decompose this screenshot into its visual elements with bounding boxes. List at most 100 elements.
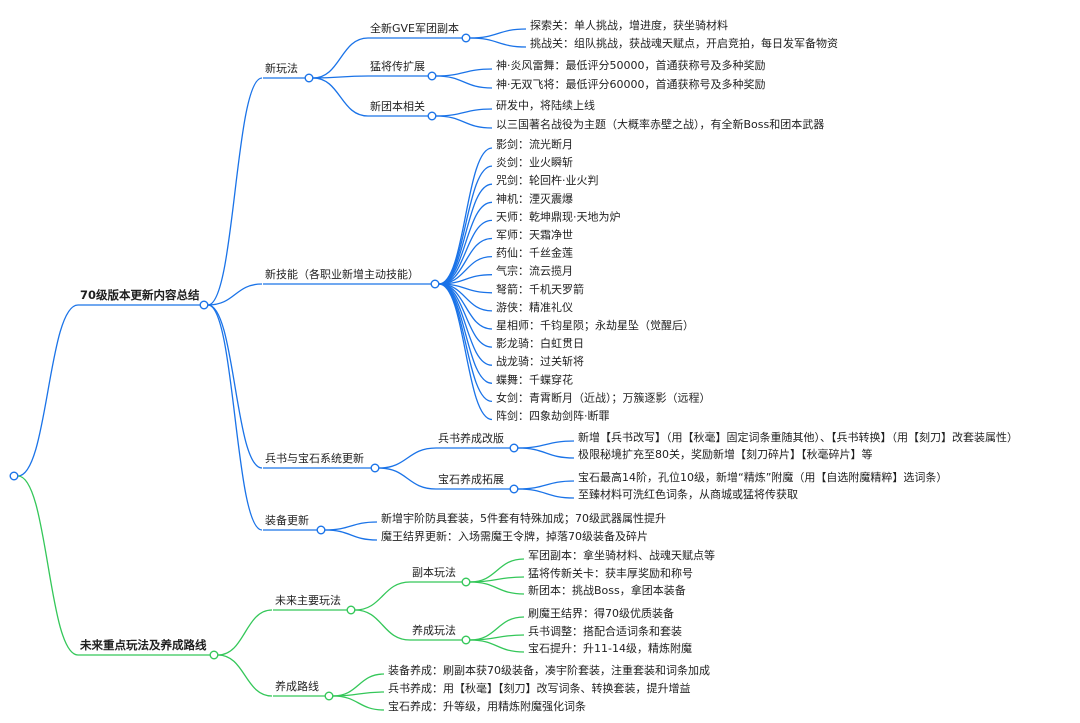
branch-connector xyxy=(435,108,493,117)
branch-connector xyxy=(469,558,525,583)
branch-connector xyxy=(469,639,525,653)
branch-connector xyxy=(438,283,493,348)
branch-connector xyxy=(217,609,273,656)
general-item-2: 神·无双飞将：最低评分60000，首通获称号及多种奖励 xyxy=(496,77,766,91)
branch-connector xyxy=(435,115,493,129)
branch-connector xyxy=(207,304,263,469)
skill-item-12: 影龙骑：白虹贯日 xyxy=(496,336,584,350)
node-dungeon-play-toggle[interactable] xyxy=(461,577,471,587)
general-item-1: 神·炎风雷舞：最低评分50000，首通获称号及多种奖励 xyxy=(496,58,766,72)
branch-connector xyxy=(17,304,79,477)
gve-item-1: 探索关：单人挑战，增进度，获坐骑材料 xyxy=(530,18,728,32)
node-future-summary: 未来重点玩法及养成路线 xyxy=(79,638,207,652)
branch-connector xyxy=(438,283,493,330)
skill-item-5: 天师：乾坤鼎现·天地为炉 xyxy=(496,209,621,223)
gear-item-1: 新增宇阶防具套装，5件套有特殊加成；70级武器属性提升 xyxy=(381,511,666,525)
branch-connector xyxy=(517,488,575,499)
branch-connector xyxy=(332,691,385,697)
branch-connector xyxy=(378,447,437,469)
branch-connector xyxy=(354,581,411,611)
branch-connector xyxy=(435,75,493,89)
skill-item-16: 阵剑：四象劫剑阵·断罪 xyxy=(496,409,610,423)
branch-connector xyxy=(469,634,525,641)
node-new-skills-toggle[interactable] xyxy=(430,279,440,289)
gem-item-1: 宝石最高14阶，孔位10级，新增“精炼”附魔（用【自选附魔精粹】选词条） xyxy=(578,470,947,484)
growth-item-3: 宝石提升：升11-14级，精炼附魔 xyxy=(528,641,692,655)
branch-connector xyxy=(438,283,493,421)
node-gem-expansion: 宝石养成拓展 xyxy=(438,472,504,486)
dungeon-item-3: 新团本：挑战Boss，拿团本装备 xyxy=(528,583,686,597)
branch-connector xyxy=(435,68,493,77)
branch-connector xyxy=(438,201,493,285)
branch-connector xyxy=(324,521,378,531)
branch-connector xyxy=(207,283,263,306)
root-node[interactable] xyxy=(9,471,19,481)
skill-item-8: 气宗：流云揽月 xyxy=(496,264,573,278)
node-future-main-toggle[interactable] xyxy=(346,605,356,615)
node-gem-expansion-toggle[interactable] xyxy=(509,484,519,494)
node-future-main: 未来主要玩法 xyxy=(275,593,341,607)
branch-connector xyxy=(469,37,527,48)
node-team-raid-toggle[interactable] xyxy=(427,111,437,121)
branch-connector xyxy=(438,165,493,285)
branch-connector xyxy=(517,440,575,449)
node-gear-update-toggle[interactable] xyxy=(316,525,326,535)
dungeon-item-1: 军团副本：拿坐骑材料、战魂天赋点等 xyxy=(528,548,715,562)
team-item-1: 研发中，将陆续上线 xyxy=(496,98,595,112)
node-general-expansion-toggle[interactable] xyxy=(427,71,437,81)
node-growth-play: 养成玩法 xyxy=(412,623,456,637)
node-new-modes: 新玩法 xyxy=(265,61,298,75)
branch-connector xyxy=(438,283,493,384)
skill-item-1: 影剑：流光断月 xyxy=(496,137,573,151)
node-book-gem-toggle[interactable] xyxy=(370,463,380,473)
dungeon-item-2: 猛将传新关卡：获丰厚奖励和称号 xyxy=(528,566,693,580)
branch-connector xyxy=(438,183,493,285)
skill-item-10: 游侠：精准礼仪 xyxy=(496,300,573,314)
skill-item-14: 蝶舞：千蝶穿花 xyxy=(496,372,573,386)
node-growth-play-toggle[interactable] xyxy=(461,635,471,645)
node-team-raid: 新团本相关 xyxy=(370,99,425,113)
branch-connector xyxy=(469,616,525,641)
node-gear-update: 装备更新 xyxy=(265,513,309,527)
node-gve-raid-toggle[interactable] xyxy=(461,33,471,43)
node-gve-raid: 全新GVE军团副本 xyxy=(370,21,459,35)
branch-connector xyxy=(217,654,273,697)
node-new-modes-toggle[interactable] xyxy=(304,73,314,83)
branch-connector xyxy=(332,695,385,711)
skill-item-15: 女剑：青霄断月（近战）；万簇逐影（远程） xyxy=(496,390,711,404)
branch-connector xyxy=(438,219,493,285)
gear-item-2: 魔王结界更新：入场需魔王令牌，掉落70级装备及碎片 xyxy=(381,529,648,543)
branch-connector xyxy=(207,77,263,306)
skill-item-3: 咒剑：轮回杵·业火判 xyxy=(496,173,599,187)
growth-item-2: 兵书调整：搭配合适词条和套装 xyxy=(528,624,682,638)
skill-item-11: 星相师：千钧星陨；永劫星坠（觉醒后） xyxy=(496,318,694,332)
branch-connector xyxy=(324,529,378,541)
growth-item-1: 刷魔王结界：得70级优质装备 xyxy=(528,606,674,620)
node-general-expansion: 猛将传扩展 xyxy=(370,59,425,73)
branch-connector xyxy=(312,75,369,79)
branch-connector xyxy=(469,581,525,595)
branch-connector xyxy=(517,480,575,490)
branch-connector xyxy=(207,304,263,531)
branch-connector xyxy=(17,475,79,656)
skill-item-6: 军师：天霜净世 xyxy=(496,228,573,242)
node-future-summary-toggle[interactable] xyxy=(209,650,219,660)
branch-connector xyxy=(469,28,527,39)
team-item-2: 以三国著名战役为主题（大概率赤壁之战），有全新Boss和团本武器 xyxy=(496,117,824,131)
route-item-3: 宝石养成：升等级，用精炼附魔强化词条 xyxy=(388,699,586,713)
skill-item-9: 弩箭：千机天罗箭 xyxy=(496,282,584,296)
node-growth-route-toggle[interactable] xyxy=(324,691,334,701)
route-item-2: 兵书养成：用【秋毫】【刻刀】改写词条、转换套装，提升增益 xyxy=(388,681,691,695)
branch-connector xyxy=(469,576,525,583)
node-book-revamp-toggle[interactable] xyxy=(509,443,519,453)
book-item-1: 新增【兵书改写】（用【秋毫】固定词条重随其他）、【兵书转换】（用【刻刀】改套装属… xyxy=(578,430,1018,444)
branch-connector xyxy=(438,283,493,403)
book-item-2: 极限秘境扩充至80关，奖励新增【刻刀碎片】【秋毫碎片】等 xyxy=(578,447,873,461)
node-update-summary: 70级版本更新内容总结 xyxy=(80,288,200,302)
branch-connector xyxy=(517,447,575,459)
node-update-summary-toggle[interactable] xyxy=(199,300,209,310)
node-book-gem: 兵书与宝石系统更新 xyxy=(265,451,364,465)
route-item-1: 装备养成：刷副本获70级装备，凑宇阶套装，注重套装和词条加成 xyxy=(388,663,710,677)
skill-item-4: 神机：湮灭震爆 xyxy=(496,191,573,205)
